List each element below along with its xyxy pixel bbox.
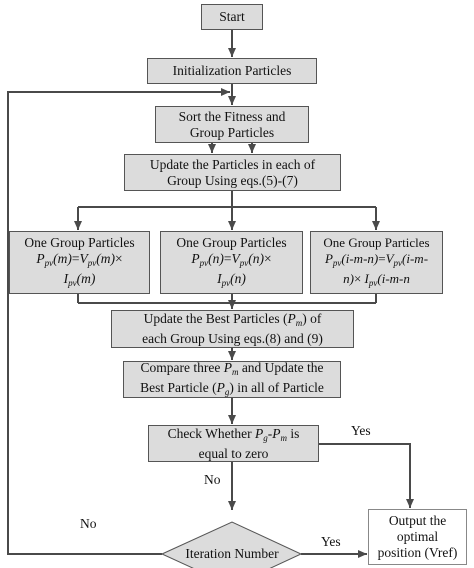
group-n-eq1: Ppv(n)=Vpv(n)× — [191, 250, 272, 268]
init-label: Initialization Particles — [172, 63, 292, 78]
yes-label-iteration: Yes — [321, 534, 341, 549]
sort-line1: Sort the Fitness and — [178, 108, 286, 124]
no-label-check: No — [204, 472, 221, 487]
sort-line2: Group Particles — [189, 124, 275, 140]
sort-node: Sort the Fitness and Group Particles — [155, 106, 309, 143]
group-m-title: One Group Particles — [24, 234, 135, 250]
group-imn-title: One Group Particles — [323, 234, 430, 250]
arrow-loop-back — [7, 88, 230, 555]
iteration-label: Iteration Number — [185, 546, 279, 561]
no-label-iteration: No — [80, 516, 97, 531]
group-n-eq2: Ipv(n) — [217, 270, 246, 288]
start-node: Start — [201, 4, 263, 30]
output-line1: Output the — [388, 513, 447, 528]
compare-line2: Best Particle (Pg) in all of Particle — [140, 379, 324, 397]
group-node-imn: One Group Particles Ppv(i-m-n)=Vpv(i-m- … — [310, 231, 443, 294]
update-line2: Group Using eqs.(5)-(7) — [167, 172, 298, 188]
best-line2: each Group Using eqs.(8) and (9) — [142, 331, 323, 346]
group-imn-eq1: Ppv(i-m-n)=Vpv(i-m- — [324, 250, 429, 268]
check-line1: Check Whether Pg-Pm is — [167, 425, 300, 443]
start-label: Start — [219, 9, 245, 24]
compare-node: Compare three Pm and Update the Best Par… — [123, 359, 341, 398]
check-line2: equal to zero — [198, 445, 269, 461]
group-n-title: One Group Particles — [176, 234, 287, 250]
iteration-diamond — [160, 521, 303, 568]
init-node: Initialization Particles — [147, 58, 317, 84]
output-line2: optimal — [396, 529, 439, 544]
group-node-n: One Group Particles Ppv(n)=Vpv(n)× Ipv(n… — [160, 231, 303, 294]
update-node: Update the Particles in each of Group Us… — [124, 154, 341, 191]
group-imn-eq2: n)× Ipv(i-m-n — [343, 270, 410, 288]
arrow-check-output — [319, 443, 414, 508]
group-m-eq1: Ppv(m)=Vpv(m)× — [36, 250, 123, 268]
best-particles-node: Update the Best Particles (Pm) of each G… — [111, 310, 354, 348]
check-node: Check Whether Pg-Pm is equal to zero — [148, 425, 319, 462]
output-line3: position (Vref) — [377, 545, 458, 560]
group-node-m: One Group Particles Ppv(m)=Vpv(m)× Ipv(m… — [9, 231, 150, 294]
group-m-eq2: Ipv(m) — [63, 270, 96, 288]
compare-line1: Compare three Pm and Update the — [140, 359, 324, 377]
best-line1: Update the Best Particles (Pm) of — [143, 311, 322, 328]
output-node: Output the optimal position (Vref) — [368, 509, 467, 565]
update-line1: Update the Particles in each of — [149, 156, 316, 172]
yes-label-check: Yes — [351, 423, 371, 438]
